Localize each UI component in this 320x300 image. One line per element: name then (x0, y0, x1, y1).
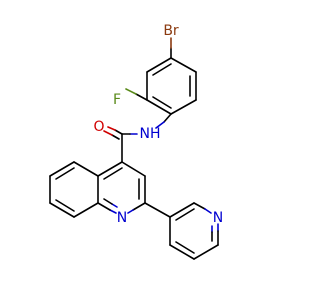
bond (169, 244, 195, 260)
bond (169, 202, 195, 218)
carbonyl-oxygen-label: O (93, 119, 104, 135)
bond (97, 161, 123, 177)
bond (146, 57, 172, 73)
fluorine-atom-label: F (113, 92, 121, 108)
bond (111, 134, 120, 140)
bond (103, 198, 113, 205)
bond (103, 130, 113, 136)
bond (155, 121, 165, 129)
pyridine-nitrogen-label: N (213, 210, 223, 226)
bond (107, 126, 116, 131)
bond (135, 93, 148, 101)
bond (127, 209, 134, 214)
bond (55, 167, 75, 180)
bond (144, 202, 171, 218)
bond (163, 113, 172, 123)
bond (175, 208, 195, 221)
bond (152, 63, 172, 76)
bond (170, 99, 197, 115)
bond (170, 57, 197, 73)
pyridine-ring (169, 202, 219, 260)
bond (73, 202, 99, 218)
quinoline-ring-system (49, 161, 146, 218)
bromine-atom-label: Br (163, 23, 179, 39)
bond (193, 202, 206, 210)
bond (114, 129, 123, 135)
bond (49, 161, 75, 177)
structure-svg: Br F NH O N (49, 23, 223, 260)
bond (175, 241, 195, 254)
bond (73, 161, 99, 177)
bond (111, 203, 118, 208)
bond (49, 202, 75, 218)
bond (97, 202, 111, 211)
bond (125, 88, 137, 95)
bond (152, 96, 172, 109)
molecule-diagram: Br F NH O N (49, 23, 223, 260)
bond (193, 244, 219, 260)
bond (55, 199, 75, 212)
bond (132, 202, 146, 211)
bond (103, 167, 123, 180)
quinoline-nitrogen-label: N (117, 210, 127, 226)
bond (121, 161, 146, 177)
bond (204, 208, 212, 214)
bond (109, 209, 117, 214)
amide-nh-label: NH (140, 126, 161, 142)
bromofluorophenyl-ring (146, 57, 197, 115)
bond (146, 99, 172, 115)
